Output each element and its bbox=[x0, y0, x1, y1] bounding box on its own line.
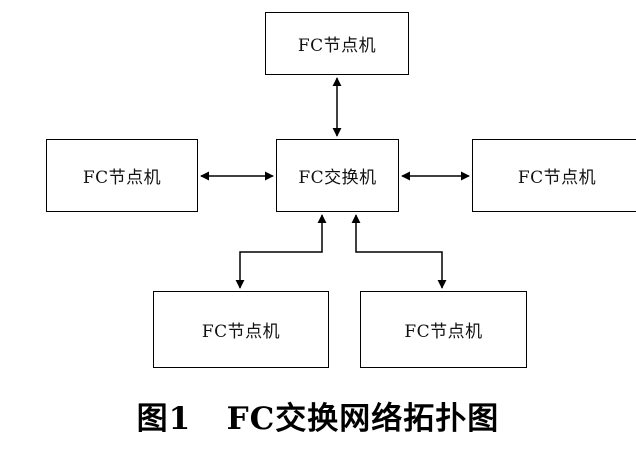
edge-switch-bottom-left bbox=[235, 214, 327, 289]
node-right-label: FC节点机 bbox=[517, 168, 597, 188]
node-bottom-right: FC节点机 bbox=[360, 291, 527, 368]
node-right: FC节点机 bbox=[472, 139, 636, 212]
node-top: FC节点机 bbox=[265, 12, 409, 75]
node-bottom-left-label: FC节点机 bbox=[201, 322, 281, 342]
figure-caption: 图1 FC交换网络拓扑图 bbox=[136, 401, 500, 437]
node-switch: FC交换机 bbox=[276, 139, 399, 212]
node-left-label: FC节点机 bbox=[82, 168, 162, 188]
edge-switch-bottom-right bbox=[351, 214, 447, 289]
node-left: FC节点机 bbox=[46, 139, 198, 212]
node-top-label: FC节点机 bbox=[297, 36, 377, 56]
node-bottom-right-label: FC节点机 bbox=[404, 322, 483, 342]
node-switch-label: FC交换机 bbox=[298, 168, 377, 188]
node-bottom-left: FC节点机 bbox=[153, 291, 329, 368]
